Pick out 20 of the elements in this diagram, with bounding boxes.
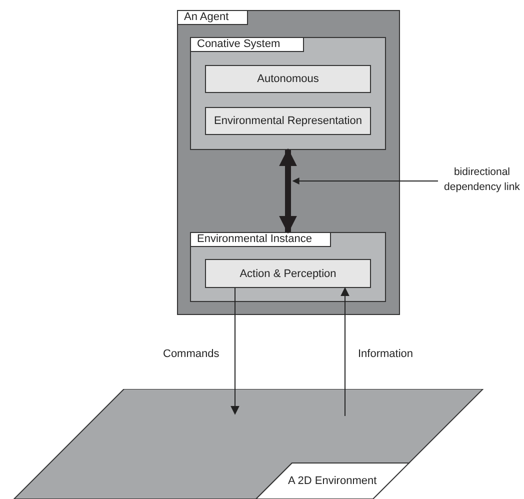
box-label: Autonomous: [257, 73, 319, 85]
environment-label: A 2D Environment: [288, 475, 377, 487]
instance-panel: [190, 232, 386, 302]
callout-text: bidirectional dependency link: [443, 165, 521, 195]
panel-title: Environmental Instance: [191, 233, 331, 247]
arrow: [340, 287, 350, 416]
component-box: [205, 65, 371, 93]
component-box: [205, 259, 371, 288]
edge-label: Commands: [163, 348, 220, 360]
box-label: Action & Perception: [240, 268, 336, 280]
edge-label: Information: [358, 348, 414, 360]
arrow: [230, 288, 240, 415]
double-arrow: [279, 148, 297, 234]
panel-title: An Agent: [178, 11, 248, 25]
component-box: [205, 107, 371, 135]
leader-line: [292, 178, 438, 184]
system-panel: [190, 37, 386, 150]
panel-title: Conative System: [191, 38, 304, 52]
agent-panel: [177, 10, 400, 315]
box-label: Environmental Representation: [214, 115, 362, 127]
